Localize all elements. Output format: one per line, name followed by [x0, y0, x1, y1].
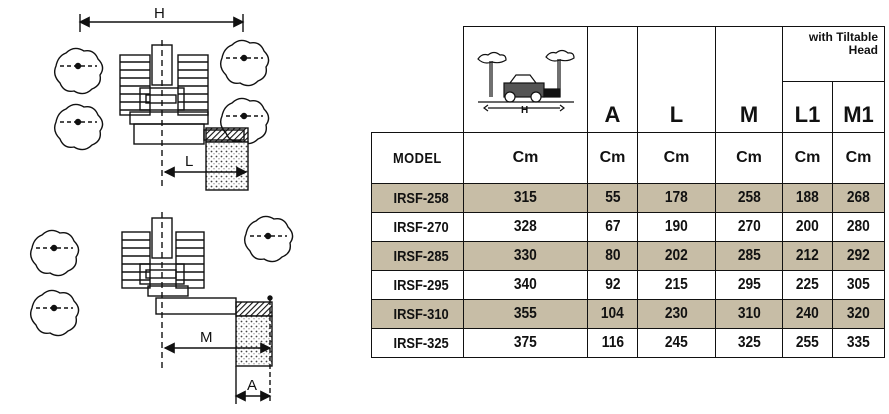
- cell-m1: 280: [832, 212, 885, 242]
- cell-a: 80: [587, 241, 638, 271]
- cell-m1: 268: [832, 183, 885, 213]
- cell-l1: 200: [782, 212, 833, 242]
- cell-l1: 212: [782, 241, 833, 271]
- cell-h: 340: [463, 270, 588, 300]
- cell-h: 315: [463, 183, 588, 213]
- cell-model: IRSF-258: [371, 183, 464, 213]
- cell-h: 330: [463, 241, 588, 271]
- cell-m: 285: [715, 241, 783, 271]
- cell-l: 190: [637, 212, 716, 242]
- cell-l1: 188: [782, 183, 833, 213]
- tree-crown-icon: [243, 215, 294, 263]
- cell-a: 55: [587, 183, 638, 213]
- header-row-sub: L1 M1: [372, 81, 885, 133]
- cell-l1: 225: [782, 270, 833, 300]
- bottom-view: [29, 212, 294, 404]
- tree-crown-icon: [219, 39, 270, 87]
- tractor-top-view: [119, 40, 245, 190]
- cell-a: 92: [587, 270, 638, 300]
- cell-h: 375: [463, 328, 588, 358]
- dim-l-label: L: [185, 153, 193, 170]
- col-header-m: M: [715, 26, 783, 133]
- cell-l: 245: [637, 328, 716, 358]
- dim-h-label: H: [154, 5, 165, 22]
- cell-m: 270: [715, 212, 783, 242]
- cell-model: IRSF-310: [371, 299, 464, 329]
- header-row: H A L M with Tiltable Head: [372, 26, 885, 133]
- cell-l1: 240: [782, 299, 833, 329]
- cell-m1: 320: [832, 299, 885, 329]
- unit-m: Cm: [715, 132, 783, 184]
- col-header-a: A: [587, 26, 638, 133]
- blank-corner: [372, 27, 464, 133]
- cell-model: IRSF-270: [371, 212, 464, 242]
- tractor-top-view: [121, 212, 237, 370]
- tiltable-head-label: with Tiltable Head: [782, 26, 885, 82]
- tree-crown-icon: [53, 103, 104, 151]
- spec-table: H A L M with Tiltable Head L1 M1 MODEL C…: [371, 26, 885, 358]
- cell-h: 355: [463, 299, 588, 329]
- header-icon-cell: H: [463, 26, 588, 133]
- cell-l1: 255: [782, 328, 833, 358]
- cell-m1: 305: [832, 270, 885, 300]
- cell-m1: 335: [832, 328, 885, 358]
- tree-crown-icon: [29, 289, 80, 337]
- cell-m: 295: [715, 270, 783, 300]
- tractor-trees-icon: H: [476, 49, 575, 115]
- col-header-m1: M1: [832, 81, 885, 133]
- model-header: MODEL: [371, 132, 464, 184]
- cell-l: 230: [637, 299, 716, 329]
- cell-l: 202: [637, 241, 716, 271]
- unit-a: Cm: [587, 132, 638, 184]
- tree-crown-icon: [29, 229, 80, 277]
- tiltable-line2: Head: [848, 43, 878, 57]
- cell-model: IRSF-285: [371, 241, 464, 271]
- cell-m1: 292: [832, 241, 885, 271]
- top-view: [53, 14, 270, 191]
- cell-m: 310: [715, 299, 783, 329]
- cell-model: IRSF-295: [371, 270, 464, 300]
- cell-a: 116: [587, 328, 638, 358]
- cell-m: 258: [715, 183, 783, 213]
- unit-m1: Cm: [832, 132, 885, 184]
- col-header-l1: L1: [782, 81, 833, 133]
- cell-a: 67: [587, 212, 638, 242]
- cell-a: 104: [587, 299, 638, 329]
- unit-l: Cm: [637, 132, 716, 184]
- unit-l1: Cm: [782, 132, 833, 184]
- dim-m-label: M: [200, 329, 213, 346]
- cell-m: 325: [715, 328, 783, 358]
- tiltable-line1: with Tiltable: [808, 30, 878, 44]
- cell-model: IRSF-325: [371, 328, 464, 358]
- icon-h-label: H: [521, 105, 528, 115]
- col-header-l: L: [637, 26, 716, 133]
- cell-h: 328: [463, 212, 588, 242]
- technical-drawing: H L: [0, 0, 360, 414]
- cell-l: 178: [637, 183, 716, 213]
- cell-l: 215: [637, 270, 716, 300]
- unit-row: MODEL Cm Cm Cm Cm Cm Cm: [371, 132, 885, 184]
- tree-crown-icon: [53, 47, 104, 95]
- unit-h: Cm: [463, 132, 588, 184]
- dim-a-label: A: [247, 377, 257, 394]
